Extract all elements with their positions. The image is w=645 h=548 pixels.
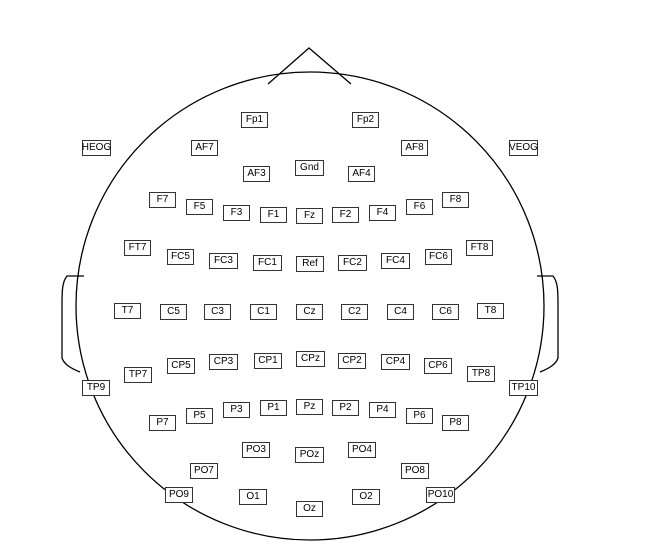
electrode-label: CPz — [296, 351, 325, 367]
electrode-label: CP5 — [167, 358, 195, 374]
electrode-label: PO4 — [348, 442, 376, 458]
electrode-label: P6 — [406, 408, 433, 424]
electrode-label: P7 — [149, 415, 176, 431]
electrode-label: CP4 — [381, 354, 410, 370]
electrode-label: T8 — [477, 303, 504, 319]
electrode-label: Fp1 — [241, 112, 268, 128]
electrode-label: O2 — [352, 489, 380, 505]
electrode-label: Pz — [296, 399, 323, 415]
electrode-label: CP1 — [254, 353, 282, 369]
electrode-label: F4 — [369, 205, 396, 221]
scalp-circle — [75, 71, 545, 541]
electrode-label: POz — [295, 447, 324, 463]
electrode-label: TP9 — [82, 380, 110, 396]
electrode-label: P8 — [442, 415, 469, 431]
electrode-label: P4 — [369, 402, 396, 418]
electrode-label: T7 — [114, 303, 141, 319]
electrode-label: F6 — [406, 199, 433, 215]
electrode-label: CP3 — [209, 354, 238, 370]
electrode-label: F8 — [442, 192, 469, 208]
electrode-label: FC1 — [253, 255, 282, 271]
electrode-label: C6 — [432, 304, 459, 320]
electrode-label: HEOG — [82, 140, 111, 156]
electrode-label: PO10 — [426, 487, 455, 503]
electrode-label: TP8 — [467, 366, 495, 382]
electrode-label: C4 — [387, 304, 414, 320]
electrode-label: FC2 — [338, 255, 367, 271]
electrode-label: P1 — [260, 400, 287, 416]
electrode-label: O1 — [239, 489, 267, 505]
electrode-label: C1 — [250, 304, 277, 320]
electrode-label: FC4 — [381, 253, 410, 269]
left-ear — [61, 275, 84, 373]
electrode-label: Ref — [296, 256, 324, 272]
electrode-label: F1 — [260, 207, 287, 223]
electrode-label: P5 — [186, 408, 213, 424]
electrode-label: FT8 — [466, 240, 493, 256]
electrode-label: P3 — [223, 402, 250, 418]
electrode-label: FC5 — [167, 249, 194, 265]
electrode-label: Fz — [296, 208, 323, 224]
electrode-label: F3 — [223, 205, 250, 221]
electrode-label: C2 — [341, 304, 368, 320]
electrode-label: PO7 — [190, 463, 218, 479]
electrode-label: TP10 — [509, 380, 538, 396]
electrode-label: FC3 — [209, 253, 238, 269]
electrode-label: AF3 — [243, 166, 270, 182]
electrode-label: P2 — [332, 400, 359, 416]
electrode-label: PO9 — [165, 487, 193, 503]
electrode-label: FT7 — [124, 240, 151, 256]
electrode-label: CP6 — [424, 358, 452, 374]
electrode-label: AF7 — [191, 140, 218, 156]
electrode-label: AF4 — [348, 166, 375, 182]
nose — [267, 47, 352, 85]
electrode-label: F7 — [149, 192, 176, 208]
electrode-label: F5 — [186, 199, 213, 215]
electrode-label: Fp2 — [352, 112, 379, 128]
electrode-label: C5 — [160, 304, 187, 320]
electrode-label: PO3 — [242, 442, 270, 458]
electrode-label: PO8 — [401, 463, 429, 479]
electrode-label: CP2 — [338, 353, 366, 369]
right-ear — [537, 275, 559, 373]
electrode-label: Oz — [296, 501, 323, 517]
electrode-label: Cz — [296, 304, 323, 320]
electrode-label: TP7 — [124, 367, 152, 383]
electrode-label: Gnd — [295, 160, 324, 176]
electrode-label: VEOG — [509, 140, 538, 156]
electrode-label: FC6 — [425, 249, 452, 265]
electrode-label: AF8 — [401, 140, 428, 156]
electrode-label: F2 — [332, 207, 359, 223]
electrode-label: C3 — [204, 304, 231, 320]
